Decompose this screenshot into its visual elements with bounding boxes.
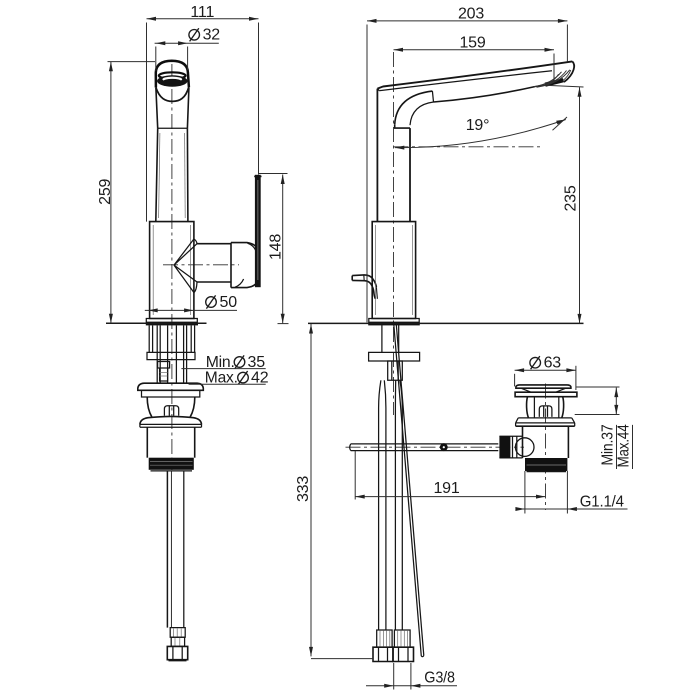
svg-text:G3/8: G3/8 [424,670,455,687]
svg-text:42: 42 [251,369,269,386]
svg-text:159: 159 [459,34,485,51]
svg-text:32: 32 [203,27,221,44]
svg-text:G1.1/4: G1.1/4 [580,493,624,510]
svg-text:333: 333 [295,476,312,502]
svg-text:Min.: Min. [206,354,235,371]
svg-text:19°: 19° [466,117,490,134]
svg-text:Max.: Max. [205,369,238,386]
svg-text:35: 35 [248,354,266,371]
svg-text:50: 50 [220,294,238,311]
svg-text:259: 259 [97,178,114,204]
svg-text:111: 111 [190,4,214,21]
svg-text:63: 63 [544,354,562,371]
svg-text:148: 148 [268,234,285,260]
svg-text:191: 191 [433,480,459,497]
svg-text:Max.44: Max.44 [615,424,632,467]
svg-text:235: 235 [563,185,580,211]
svg-text:Min.37: Min.37 [600,424,617,465]
svg-text:203: 203 [458,5,484,22]
